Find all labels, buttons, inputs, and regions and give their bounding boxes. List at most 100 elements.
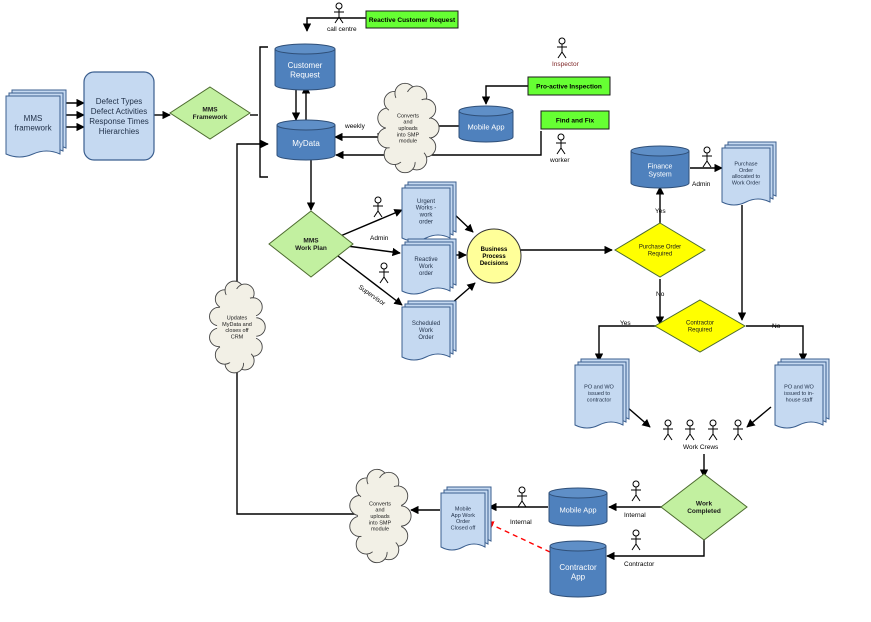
find-fix-tag-text-line: Find and Fix: [556, 117, 595, 124]
arrow-workplan-to-reactive: [346, 245, 401, 257]
contractor-app-db-text-line: App: [571, 572, 586, 581]
urgent-doc-text-line: Works -: [416, 206, 437, 212]
contractor-label: Contractor: [624, 561, 655, 568]
closed-doc-text-line: Order: [456, 519, 470, 525]
arrow-scheduled-to-bpd: [451, 282, 476, 304]
mms-workplan-diamond-text-line: Work Plan: [295, 245, 327, 252]
admin-label: Admin: [370, 235, 389, 242]
defect-box-text-line: Defect Types: [96, 97, 143, 106]
finance-db-text-line: System: [648, 171, 672, 178]
internal-bottom-label: Internal: [510, 519, 532, 526]
po-contractor-doc-text-line: PO and WO: [584, 385, 614, 391]
po-inhouse-doc-text-line: house staff: [786, 397, 813, 403]
cloud-updates-text-line: CRM: [231, 334, 244, 340]
mydata-db-text-line: MyData: [292, 139, 320, 148]
bracket: [259, 46, 268, 178]
contractor-app-db-text-line: Contractor: [559, 563, 597, 572]
po-inhouse-doc-text-line: PO and WO: [784, 385, 814, 391]
cloud-converts-bottom-text-line: module: [371, 527, 389, 533]
mobile-app-db2-text-line: Mobile App: [559, 506, 596, 515]
contractor-person-icon: [631, 529, 641, 551]
contractor-required-diamond-text-line: Required: [688, 328, 712, 334]
person-icons: [334, 2, 743, 551]
no-right-label: No: [772, 323, 781, 330]
urgent-doc-text-line: Urgent: [417, 199, 435, 205]
mydata-db: MyData: [276, 119, 336, 161]
po-alloc-doc-text-line: allocated to: [732, 174, 760, 180]
inspector-label: Inspector: [552, 61, 580, 68]
defect-box-text-line: Response Times: [89, 117, 149, 126]
arrow-contractor-no: [746, 325, 808, 362]
arrow-reactive-to-customer: [302, 17, 366, 32]
inspector-person-icon: [557, 37, 567, 59]
cloud-converts-top-text-line: Converts: [397, 113, 419, 119]
mobile-app-db: Mobile App: [458, 105, 514, 143]
cloud-updates-text-line: Updates: [227, 315, 248, 321]
cloud-converts-top-text-line: module: [399, 139, 417, 145]
bpd-circle-text-line: Process: [482, 254, 506, 260]
cloud-converts-top-text-line: uploads: [398, 126, 418, 132]
cloud-converts-bottom-text-line: into SMP: [369, 520, 392, 526]
dashed-contractorapp-to-closed: [485, 521, 551, 553]
call-centre-person-icon: [334, 2, 344, 24]
urgent-doc-text-line: work: [419, 213, 434, 219]
cloud-converts-bottom-text-line: Converts: [369, 501, 391, 507]
po-contractor-doc-text-line: contractor: [587, 397, 612, 403]
work-crews-label: Work Crews: [683, 444, 719, 451]
proactive-tag-text-line: Pro-active Inspection: [536, 83, 602, 90]
po-alloc-doc-text-line: Purchase: [734, 161, 757, 167]
cloud-converts-top-text-line: and: [403, 120, 412, 126]
closed-doc-text-line: Mobile: [455, 506, 471, 512]
mms-framework-doc-text-line: framework: [14, 123, 52, 132]
arrow-workplan-to-urgent: [337, 209, 403, 238]
mms-framework-doc-text-line: MMS: [24, 114, 43, 123]
po-alloc-doc-text-line: Order: [739, 168, 753, 174]
proactive-tag: Pro-active Inspection: [527, 76, 611, 96]
defect-box-text-line: Defect Activities: [91, 107, 147, 116]
reactive-doc-text-line: order: [419, 271, 433, 277]
find-fix-tag: Find and Fix: [540, 110, 610, 130]
internal-right-label: Internal: [624, 512, 646, 519]
worker-label: worker: [549, 157, 570, 164]
reactive-request-tag: Reactive Customer Request: [365, 10, 459, 29]
urgent-doc-text-line: order: [419, 219, 433, 225]
customer-request-db-text-line: Request: [290, 70, 321, 79]
mms-workplan-diamond-text-line: MMS: [303, 238, 319, 245]
yes-top-label: Yes: [655, 208, 666, 215]
finance-db-text-line: Finance: [648, 163, 673, 170]
customer-request-db-text-line: Customer: [288, 61, 323, 70]
closed-doc-text-line: Closed off: [451, 525, 476, 531]
po-required-diamond-text-line: Required: [648, 252, 672, 258]
closed-doc-text-line: App Work: [451, 513, 475, 519]
call-centre-label: call centre: [327, 26, 357, 33]
weekly-label: weekly: [344, 123, 366, 130]
work-completed-diamond-text-line: Completed: [687, 508, 721, 515]
po-contractor-doc-text-line: issued to: [588, 391, 610, 397]
mms-framework-diamond-text-line: Framework: [193, 114, 228, 121]
admin-person-icon: [373, 196, 383, 218]
arrow-inhouse-doc-to-crews: [746, 406, 772, 428]
internal-right-person-icon: [631, 480, 641, 502]
po-inhouse-doc-text-line: issued to in-: [784, 391, 814, 397]
no-mid-label: No: [656, 291, 665, 298]
work-crew-person-icon-1: [663, 419, 673, 441]
work-crew-person-icon-4: [733, 419, 743, 441]
mms-framework-diamond-text-line: MMS: [202, 107, 218, 114]
arrow-contractor-doc-to-crews: [626, 406, 651, 428]
scheduled-doc-text-line: Scheduled: [412, 321, 440, 327]
